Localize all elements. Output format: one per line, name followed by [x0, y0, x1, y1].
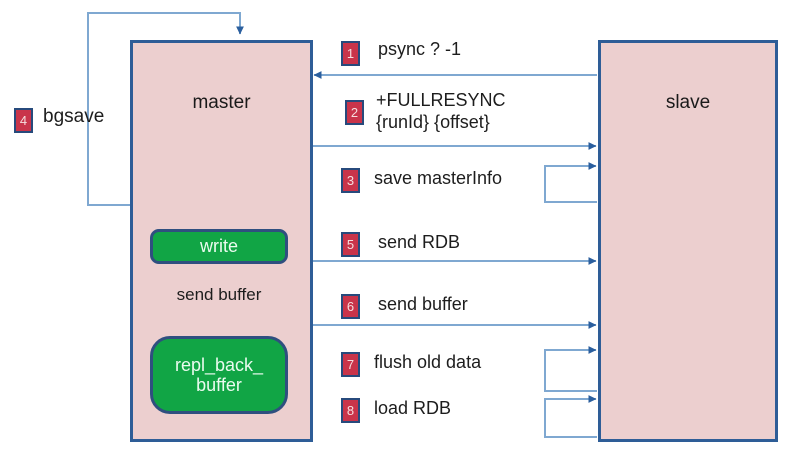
node-slave[interactable]: [598, 40, 778, 442]
wire-step-7: [544, 346, 597, 392]
step-badge-1[interactable]: 1: [341, 41, 360, 66]
buffer-repl-back-box[interactable]: repl_back_ buffer: [150, 336, 288, 414]
buffer-write-label: write: [199, 236, 238, 257]
wire-step-8: [544, 395, 597, 438]
node-master-label: master: [192, 92, 251, 113]
send-buffer-internal-label: send buffer: [176, 285, 262, 304]
wire-step-3: [544, 162, 597, 203]
step-label-5: send RDB: [378, 232, 461, 252]
step-label-bgsave: bgsave: [43, 106, 105, 127]
step-badge-6[interactable]: 6: [341, 294, 360, 319]
node-slave-label: slave: [665, 92, 711, 113]
step-badge-3[interactable]: 3: [341, 168, 360, 193]
step-badge-8[interactable]: 8: [341, 398, 360, 423]
step-label-2: +FULLRESYNC {runId} {offset}: [376, 90, 506, 132]
step-label-3: save masterInfo: [374, 168, 503, 188]
step-label-7: flush old data: [374, 352, 482, 372]
buffer-write-box[interactable]: write: [150, 229, 288, 264]
step-badge-2[interactable]: 2: [345, 100, 364, 125]
step-label-6: send buffer: [378, 294, 468, 314]
step-label-1: psync ? -1: [378, 39, 462, 59]
step-badge-7[interactable]: 7: [341, 352, 360, 377]
step-label-8: load RDB: [374, 398, 452, 418]
step-badge-5[interactable]: 5: [341, 232, 360, 257]
step-badge-4[interactable]: 4: [14, 108, 33, 133]
buffer-repl-back-label: repl_back_ buffer: [174, 354, 264, 395]
